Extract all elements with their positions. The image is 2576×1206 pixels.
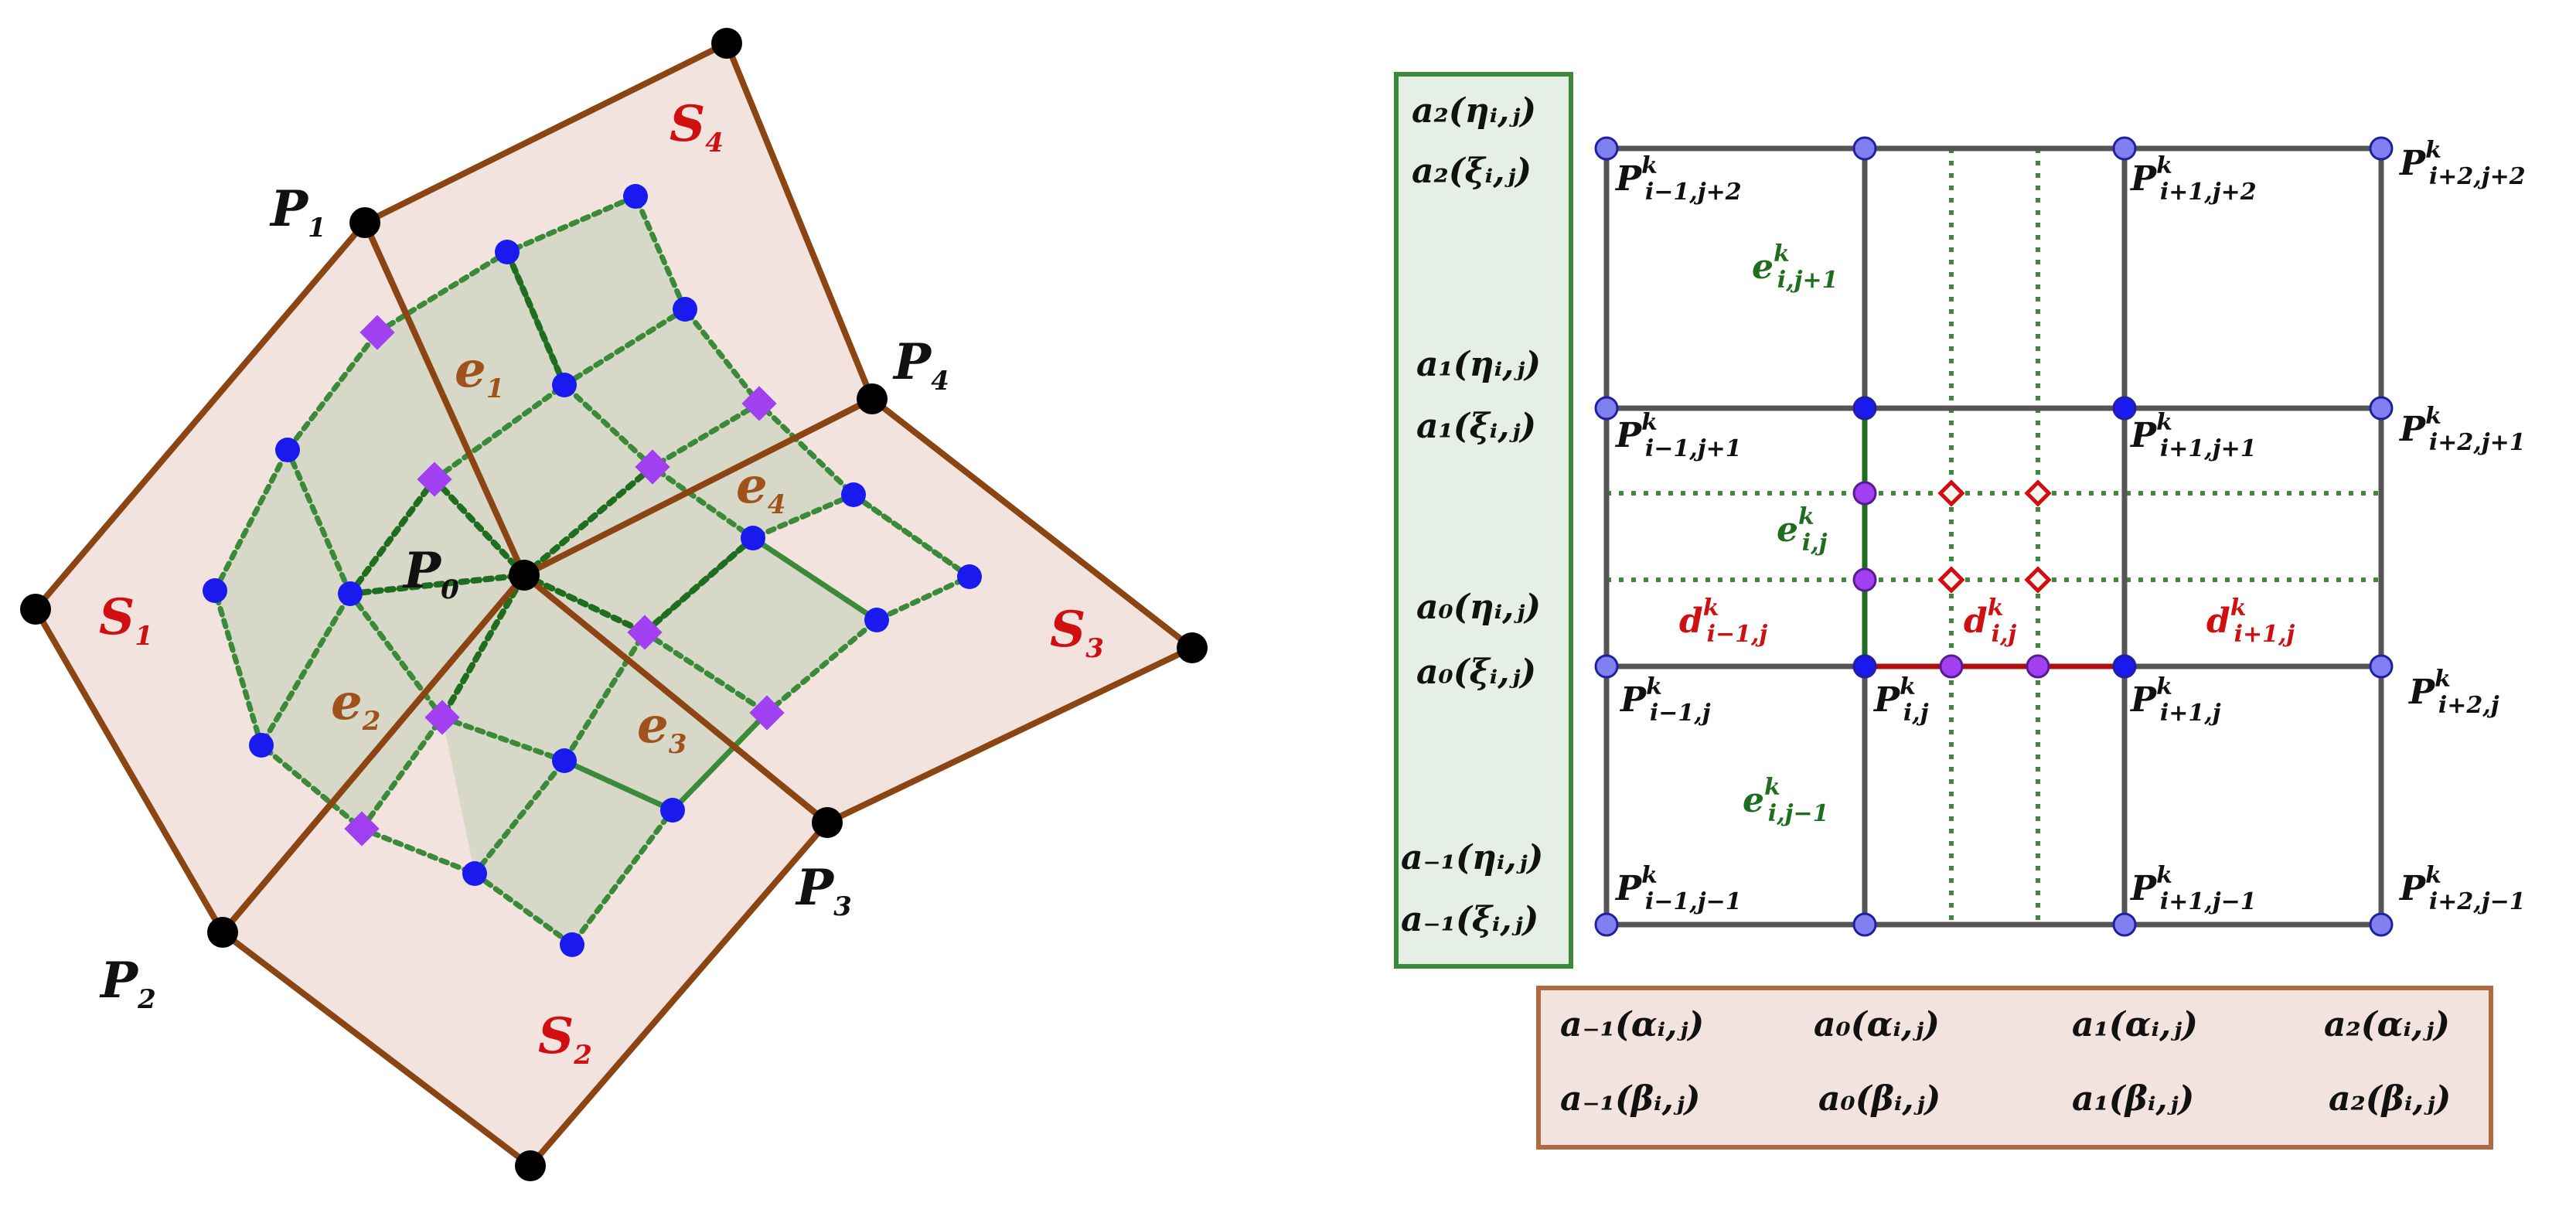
weight-a1-beta: a₁(βᵢ,ⱼ): [2072, 1079, 2194, 1119]
weight-a2-eta: a₂(ηᵢ,ⱼ): [1412, 91, 1536, 131]
weight-a2-xi: a₂(ξᵢ,ⱼ): [1412, 152, 1532, 191]
point-p2: [207, 917, 238, 948]
grid-points: [1594, 136, 2394, 937]
blue-points: [203, 184, 982, 957]
label-e3: e3: [637, 697, 687, 760]
weight-a0-xi: a₀(ξᵢ,ⱼ): [1416, 652, 1536, 692]
weight-a0-eta: a₀(ηᵢ,ⱼ): [1416, 588, 1541, 627]
left-panel: P1 P0 P2 P3 P4 S1 S2 S3 S4 e1 e2 e3 e4: [20, 28, 1208, 1181]
label-p1: P1: [269, 180, 326, 244]
weight-am1-eta: a₋₁(ηᵢ,ⱼ): [1401, 838, 1543, 877]
point-p3: [812, 807, 843, 838]
grid-lines: [1603, 145, 2384, 928]
label-e1: e1: [455, 341, 504, 404]
point-p0: [509, 560, 540, 591]
label-e2: e2: [331, 673, 380, 737]
grid-green-dotted: [1607, 148, 2381, 925]
weight-a2-beta: a₂(βᵢ,ⱼ): [2329, 1079, 2451, 1119]
horizontal-weights: a₋₁(αᵢ,ⱼ) a₀(αᵢ,ⱼ) a₁(αᵢ,ⱼ) a₂(αᵢ,ⱼ) a₋₁…: [1560, 1005, 2451, 1119]
label-e4: e4: [736, 457, 785, 520]
label-s3: S3: [1050, 601, 1104, 664]
weight-a1-alpha: a₁(αᵢ,ⱼ): [2072, 1005, 2198, 1044]
weight-a2-alpha: a₂(αᵢ,ⱼ): [2324, 1005, 2450, 1044]
point-p4: [857, 383, 888, 414]
label-s1: S1: [99, 588, 153, 652]
label-s2: S2: [538, 1007, 592, 1071]
label-p2: P2: [99, 952, 156, 1015]
black-points: [20, 28, 1208, 1181]
label-p3: P3: [795, 859, 852, 922]
horizontal-weights-box: [1536, 986, 2493, 1150]
vertical-weights: a₂(ηᵢ,ⱼ) a₂(ξᵢ,ⱼ) a₁(ηᵢ,ⱼ) a₁(ξᵢ,ⱼ) a₀(η…: [1401, 91, 1543, 939]
weight-a0-alpha: a₀(αᵢ,ⱼ): [1814, 1005, 1940, 1044]
weight-a0-beta: a₀(βᵢ,ⱼ): [1818, 1079, 1941, 1119]
label-s4: S4: [670, 95, 724, 158]
point-p1: [349, 207, 380, 238]
label-p0: P0: [402, 542, 459, 605]
weight-am1-xi: a₋₁(ξᵢ,ⱼ): [1401, 900, 1538, 939]
purple-edge-points: [1852, 481, 2050, 679]
dark-green-dotted: [347, 249, 756, 721]
weight-am1-alpha: a₋₁(αᵢ,ⱼ): [1560, 1005, 1704, 1044]
weight-a1-eta: a₁(ηᵢ,ⱼ): [1416, 345, 1541, 384]
vertical-weights-box: [1394, 72, 1573, 969]
patch-edges: [220, 221, 874, 935]
red-diamonds: [1937, 479, 2052, 594]
weight-am1-beta: a₋₁(βᵢ,ⱼ): [1560, 1079, 1701, 1119]
weight-a1-xi: a₁(ξᵢ,ⱼ): [1416, 407, 1536, 446]
label-p4: P4: [892, 333, 949, 397]
